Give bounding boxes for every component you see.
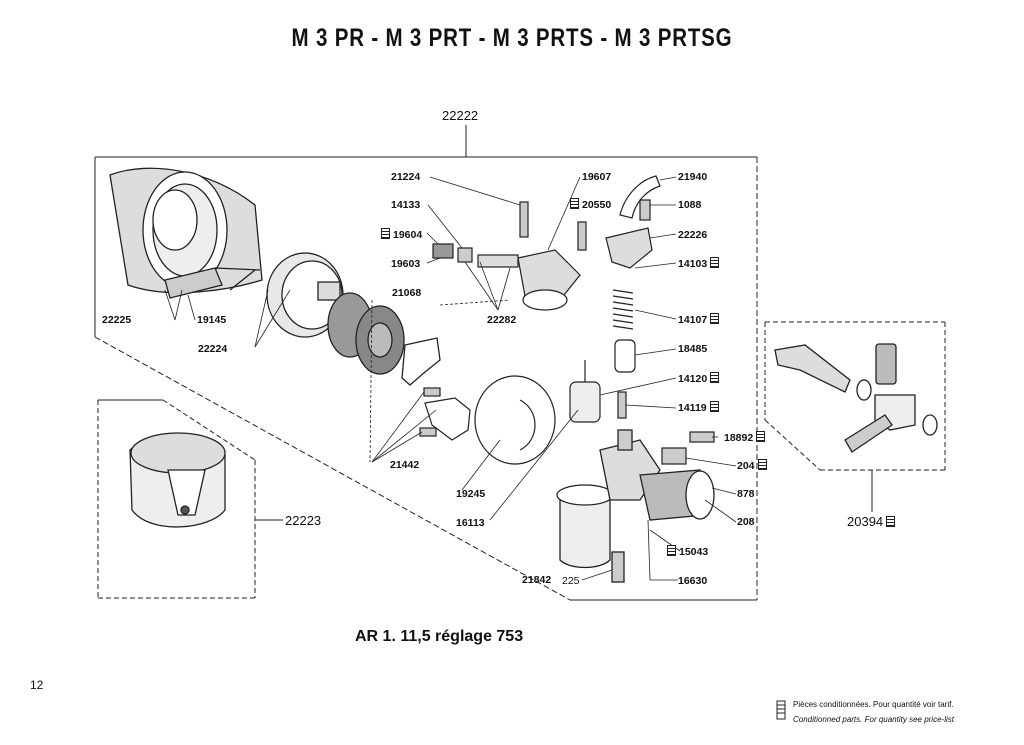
label-14103: 14103 [678, 257, 722, 270]
carburettor-caption: AR 1. 11,5 réglage 753 [355, 628, 524, 645]
label-14133: 14133 [391, 199, 421, 211]
legend: Pièces conditionnées. Pour quantité voir… [771, 697, 954, 727]
label-225: 225 [562, 575, 580, 587]
label-22225: 22225 [102, 314, 132, 326]
label-204: 204 [737, 459, 770, 472]
legend-en: Conditionned parts. For quantity see pri… [793, 715, 954, 724]
page-number: 12 [30, 678, 44, 692]
label-16630: 16630 [678, 575, 708, 587]
label-21442: 21442 [390, 459, 420, 471]
packaged-part-icon [710, 257, 720, 268]
page-title: M 3 PR - M 3 PRT - M 3 PRTS - M 3 PRTSG [291, 24, 733, 52]
packaged-part-icon [776, 700, 786, 720]
label-19245: 19245 [456, 488, 486, 500]
label-18485: 18485 [678, 343, 708, 355]
legend-fr: Pièces conditionnées. Pour quantité voir… [793, 700, 954, 709]
label-1088: 1088 [678, 199, 702, 211]
label-14119: 14119 [678, 401, 722, 414]
label-19607: 19607 [582, 171, 612, 183]
label-20550: 20550 [567, 198, 611, 211]
packaged-part-icon [709, 401, 719, 412]
label-22223: 22223 [285, 513, 322, 528]
packaged-part-icon [710, 313, 720, 324]
label-208: 208 [737, 516, 755, 528]
label-14120: 14120 [678, 372, 722, 385]
packaged-part-icon [570, 198, 579, 209]
packaged-part-icon [667, 545, 676, 556]
label-21224: 21224 [391, 171, 421, 183]
label-22222: 22222 [442, 108, 479, 123]
packaged-part-icon [886, 516, 896, 527]
packaged-part-icon [381, 228, 390, 239]
packaged-part-icon [756, 431, 766, 442]
label-21068: 21068 [392, 287, 422, 299]
packaged-part-icon [710, 372, 720, 383]
label-20394: 20394 [847, 514, 898, 529]
label-21940: 21940 [678, 171, 708, 183]
label-14107: 14107 [678, 313, 722, 326]
label-15043: 15043 [664, 545, 708, 558]
label-19603: 19603 [391, 258, 421, 270]
packaged-part-icon [757, 459, 767, 470]
label-19604: 19604 [378, 228, 422, 241]
label-22282: 22282 [487, 314, 517, 326]
label-22226: 22226 [678, 229, 708, 241]
label-16113: 16113 [456, 517, 485, 529]
label-18892: 18892 [724, 431, 768, 444]
label-22224: 22224 [198, 343, 228, 355]
label-21842: 21842 [522, 574, 552, 586]
label-19145: 19145 [197, 314, 227, 326]
label-878: 878 [737, 488, 755, 500]
